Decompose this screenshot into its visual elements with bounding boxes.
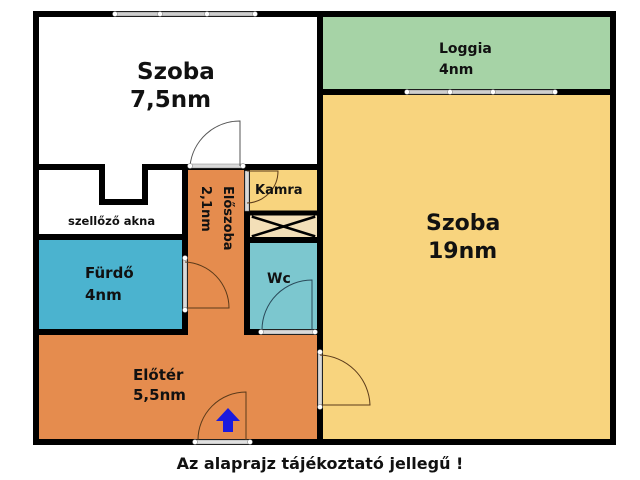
room-eloter xyxy=(36,330,320,442)
label-kamra: Kamra xyxy=(255,183,303,198)
room-furdo xyxy=(36,237,185,330)
label-eloter-area: 5,5nm xyxy=(133,386,186,404)
label-szellozo-akna: szellőző akna xyxy=(68,214,155,228)
room-loggia xyxy=(322,14,613,92)
label-szoba-small-name: Szoba xyxy=(137,59,215,85)
label-loggia-name: Loggia xyxy=(439,41,492,57)
entrance-arrow-icon xyxy=(216,408,240,432)
label-wc: Wc xyxy=(267,271,291,287)
room-kamra xyxy=(247,165,320,213)
label-furdo-area: 4nm xyxy=(85,286,122,304)
label-szoba-large-name: Szoba xyxy=(426,211,500,236)
label-eloter-name: Előtér xyxy=(133,366,184,384)
room-szoba-small xyxy=(36,14,322,165)
label-szoba-small-area: 7,5nm xyxy=(130,87,211,113)
room-eloszoba xyxy=(185,165,247,340)
room-szoba-large xyxy=(322,92,613,442)
doors xyxy=(182,120,371,445)
label-eloszoba-area: 2,1nm xyxy=(198,186,213,232)
label-furdo-name: Fürdő xyxy=(85,264,134,282)
windows xyxy=(112,11,558,95)
label-eloszoba-name: Előszoba xyxy=(220,186,235,251)
label-loggia-area: 4nm xyxy=(439,62,473,78)
room-wc xyxy=(247,240,320,330)
label-szoba-large-area: 19nm xyxy=(428,239,497,264)
disclaimer-caption: Az alaprajz tájékoztató jellegű ! xyxy=(176,454,464,473)
